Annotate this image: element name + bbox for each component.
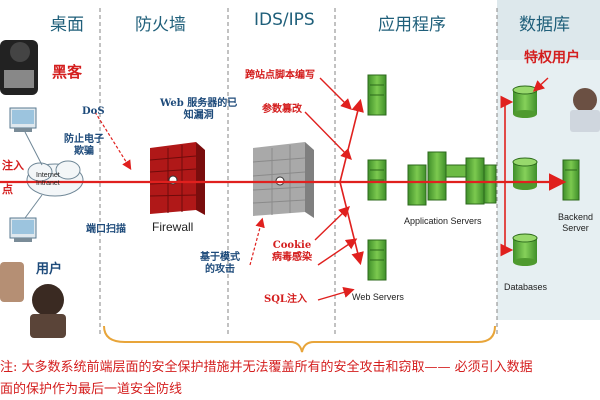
database-cylinder-icon-top [512,85,538,118]
header-ids-ips: IDS/IPS [254,10,315,30]
privileged-user-photo-icon [570,88,600,132]
label-param-tamper: 参数篡改 [262,104,302,115]
web-server-icon-middle [367,159,387,201]
caption-firewall: Firewall [152,220,194,234]
ids-ips-wall-icon [252,142,314,218]
label-xss: 跨站点脚本编写 [245,70,315,81]
caption-backend: Backend Server [558,212,594,233]
caption-databases: Databases [504,282,548,292]
internet-cloud-icon [26,160,84,197]
note-line-1: 注: 大多数系统前端层面的安全保护措施并无法覆盖所有的安全攻击和窃取—— 必须引… [0,360,533,375]
label-anti-fraud: 防止电子 欺骗 [64,134,104,157]
computer-icon-top [9,107,37,132]
label-user: 用户 [36,262,63,277]
header-firewall: 防火墙 [135,15,186,35]
label-sql-injection: SQL注入 [264,294,307,305]
web-server-icon-top [367,74,387,116]
user-photo-icon [0,262,66,338]
note-line-2: 面的保护作为最后一道安全防线 [0,382,183,397]
label-injection-left: 注入 [2,159,24,172]
firewall-wall-icon [149,142,205,215]
computer-icon-bottom [9,217,37,242]
header-database: 数据库 [519,15,570,35]
label-cookie: Cookie 病毒感染 [272,240,312,263]
hacker-figure-icon [0,40,38,95]
database-cylinder-icon-middle [512,157,538,190]
header-desktop: 桌面 [50,15,84,35]
label-point-left: 点 [2,183,13,196]
caption-internet: Internet Intranet [36,172,60,187]
backend-server-icon [562,159,580,201]
web-server-icon-bottom [367,239,387,281]
label-hacker: 黑客 [52,63,83,81]
database-cylinder-icon-bottom [512,233,538,266]
caption-web-servers: Web Servers [352,292,404,302]
application-servers-icon [407,151,497,206]
label-dos: DoS [82,106,105,117]
caption-app-servers: Application Servers [404,216,482,226]
label-port-scan: 端口扫描 [86,224,126,235]
label-privileged-user: 特权用户 [524,50,580,66]
label-web-server-known: Web 服务器的已 知漏洞 [160,98,238,121]
label-pattern-attack: 基于模式 的攻击 [200,252,240,275]
header-applications: 应用程序 [378,15,446,35]
